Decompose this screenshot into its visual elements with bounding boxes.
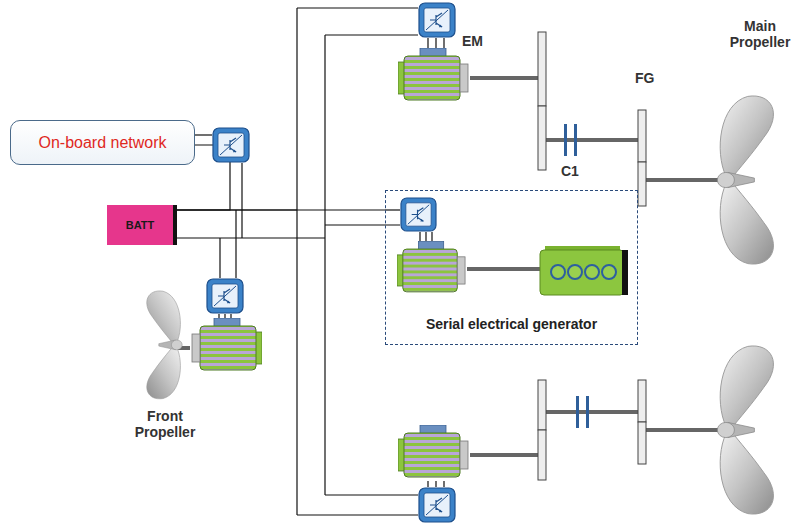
converter-symbol <box>419 3 455 37</box>
electric-motor <box>398 48 468 100</box>
part-label: FG <box>635 70 654 86</box>
node-text: On-board network <box>38 134 166 152</box>
part-label: Main Propeller <box>720 18 800 50</box>
battery-box: BATT <box>107 205 177 245</box>
node-text: Serial electrical generator <box>426 316 597 332</box>
generator-motor <box>397 241 465 292</box>
part-label: Front Propeller <box>122 408 208 440</box>
part-label: EM <box>462 33 483 49</box>
part-label: C1 <box>561 163 579 179</box>
converter-symbol <box>213 128 249 162</box>
converter-symbol <box>401 198 436 231</box>
generator-group: Serial electrical generator <box>385 190 638 345</box>
node-text: BATT <box>126 219 155 231</box>
front-propeller <box>147 291 182 399</box>
electric-motor <box>398 425 468 477</box>
network-box: On-board network <box>10 120 195 165</box>
converter-symbol <box>207 279 243 313</box>
combustion-engine <box>540 246 628 295</box>
gear-wheels <box>538 32 646 480</box>
front-motor <box>192 318 262 370</box>
main-propeller <box>717 96 773 264</box>
propeller <box>717 346 773 514</box>
shafts <box>178 78 724 455</box>
bus-line <box>177 209 385 210</box>
converter-symbol <box>419 488 455 522</box>
